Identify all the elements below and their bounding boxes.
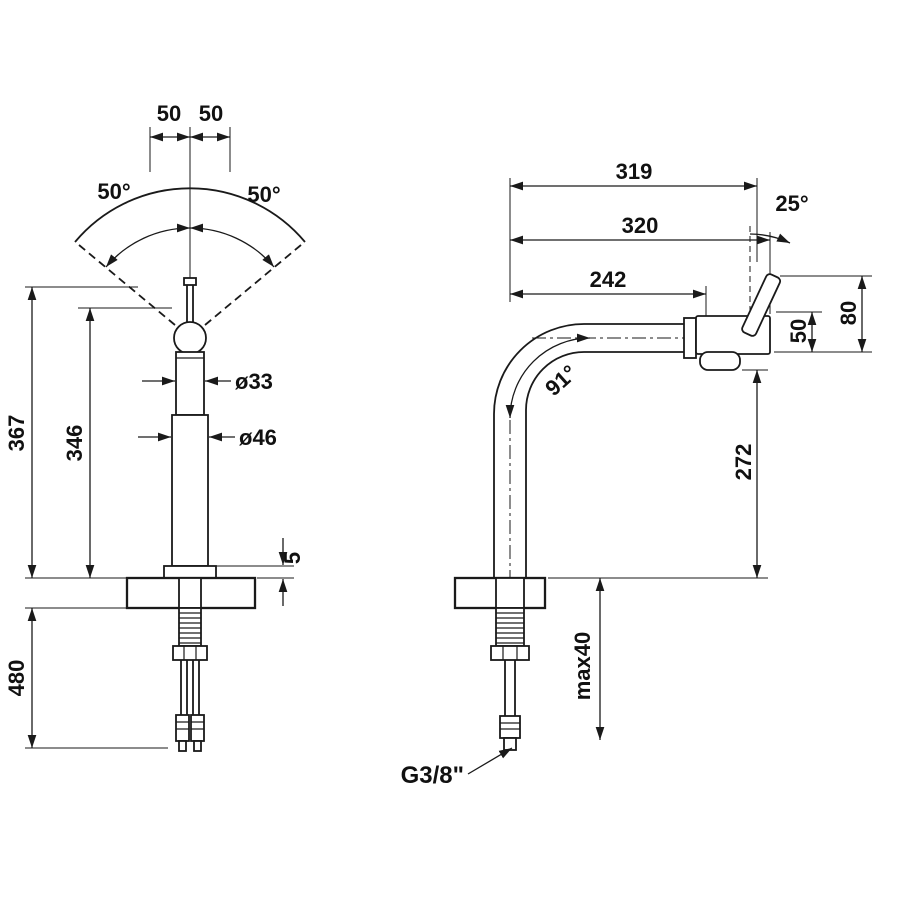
hoses [180,660,200,715]
dim-swivel-left-label: 50° [97,179,130,204]
head-collar [683,317,697,359]
dim-hose-length-label: 480 [4,660,29,697]
mounting-nut-side [490,645,530,661]
dim-reach-overall-label: 320 [622,213,659,238]
front-view-faucet [74,187,306,752]
dim-counter-max-label: max40 [570,632,595,701]
dim-dia-body-label: ø46 [239,425,277,450]
dim-head-upper-label: 50 [786,319,811,343]
shank-through-counter [178,577,202,609]
hose-fitting-right [190,714,205,742]
connection-nipple [503,737,517,751]
connection-thread-label: G3/8" [401,762,464,789]
mounting-nut [172,645,208,661]
hose-side [504,660,516,716]
handle-rod [186,283,194,325]
lever [741,273,782,337]
threaded-shank-side [495,607,525,647]
dim-reach-spout-label: 242 [590,267,627,292]
handle-cap [183,277,197,286]
extension-lines [25,127,872,749]
connection-leader [467,747,513,775]
dim-lever-angle-label: 25° [775,191,808,216]
hose-fitting-side [499,715,521,739]
spray-outlet [699,351,741,371]
shank-through-counter-side [495,577,525,609]
base-flange [163,565,217,579]
swivel-position-left [78,244,176,326]
dim-base-plate-label: 5 [280,552,305,564]
dim-head-height-label: 80 [836,301,861,325]
threaded-shank [178,607,202,647]
swivel-position-right [204,244,302,326]
hose-fitting-left [175,714,190,742]
dimension-lines [27,132,867,775]
faucet-body [171,414,209,567]
ball-joint [173,321,207,355]
dim-height-body-label: 346 [62,425,87,462]
spout-pipe [175,351,205,416]
dimension-labels: 50 50 50° 50° 367 346 ø33 ø46 5 480 319 … [4,101,861,789]
dim-dia-spout-label: ø33 [235,369,273,394]
dim-height-total-label: 367 [4,415,29,452]
dim-swivel-right-label: 50° [247,182,280,207]
dim-outlet-height-label: 272 [731,444,756,481]
dim-offset-right-label: 50 [199,101,223,126]
dim-offset-left-label: 50 [157,101,181,126]
dim-reach-lever-label: 319 [616,159,653,184]
side-view-faucet [453,273,782,751]
swivel-arc [74,187,306,243]
